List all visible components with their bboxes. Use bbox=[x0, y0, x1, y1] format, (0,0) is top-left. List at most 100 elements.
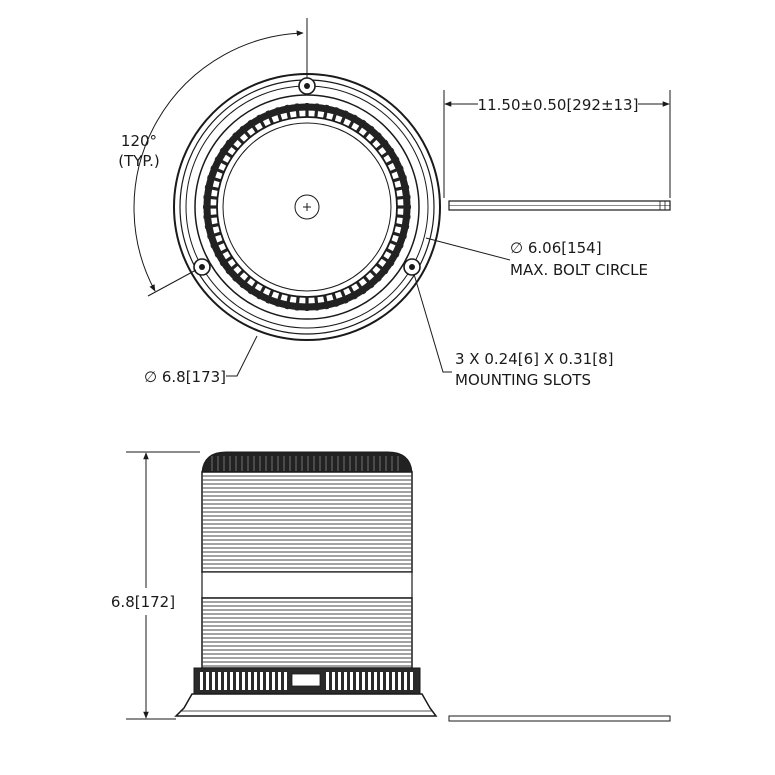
collar-tooth bbox=[266, 672, 269, 690]
lens-tooth bbox=[375, 262, 389, 275]
base-diameter-value: ∅ 6.8[173] bbox=[144, 368, 226, 386]
lens-tooth bbox=[385, 156, 400, 166]
lens-tooth bbox=[348, 285, 358, 300]
slots-leader bbox=[413, 273, 452, 373]
lens-tooth bbox=[389, 239, 404, 249]
lens-tooth bbox=[394, 185, 410, 192]
bolt-circle-value: ∅ 6.06[154] bbox=[510, 239, 602, 257]
mounting-screw-right bbox=[403, 258, 421, 276]
lens-tooth bbox=[203, 195, 218, 200]
collar-tooth bbox=[356, 672, 359, 690]
mounting-screw-left bbox=[193, 258, 211, 276]
collar-tooth bbox=[380, 672, 383, 690]
collar-tooth bbox=[242, 672, 245, 690]
lens-tooth bbox=[285, 294, 292, 310]
lens-tooth bbox=[394, 222, 410, 229]
collar-tooth bbox=[200, 672, 203, 690]
collar-tooth bbox=[260, 672, 263, 690]
lens-tooth bbox=[339, 289, 349, 304]
lens-tooth bbox=[355, 280, 367, 295]
base-diameter-leader bbox=[226, 335, 258, 377]
angle-extension-diagonal bbox=[147, 269, 197, 297]
lens-tooth bbox=[322, 104, 329, 120]
dome-cap bbox=[201, 451, 413, 473]
collar-tooth bbox=[344, 672, 347, 690]
collar-tooth bbox=[386, 672, 389, 690]
top-view: 120° (TYP.) ∅ 6.06[154] MAX. BOLT CIRCLE… bbox=[118, 18, 648, 389]
lens-tooth bbox=[314, 103, 319, 118]
slots-value: 3 X 0.24[6] X 0.31[8] bbox=[455, 350, 613, 368]
lens-tooth bbox=[295, 103, 300, 118]
collar-tooth bbox=[332, 672, 335, 690]
lens-tooth bbox=[275, 292, 283, 307]
collar-tooth bbox=[398, 672, 401, 690]
collar-tooth bbox=[362, 672, 365, 690]
lens-ridges-lower bbox=[202, 601, 412, 667]
collar-tooth bbox=[350, 672, 353, 690]
lens-tooth bbox=[369, 269, 382, 282]
lens-tooth bbox=[339, 110, 349, 125]
collar-tooth bbox=[410, 672, 413, 690]
lens-upper bbox=[201, 471, 413, 573]
bolt-circle-leader bbox=[425, 237, 511, 261]
cable-length-value: 11.50±0.50[292±13] bbox=[478, 96, 639, 114]
lens-tooth bbox=[396, 195, 411, 200]
lens-tooth bbox=[348, 114, 358, 129]
collar-tooth bbox=[218, 672, 221, 690]
lens-tooth bbox=[389, 165, 404, 175]
collar-tooth bbox=[236, 672, 239, 690]
lens-lower bbox=[201, 597, 413, 669]
lens-tooth bbox=[331, 107, 339, 122]
lens-tooth bbox=[322, 294, 329, 310]
collar-tooth bbox=[284, 672, 287, 690]
lens-tooth bbox=[362, 125, 375, 139]
collar-tooth bbox=[392, 672, 395, 690]
collar-label bbox=[291, 673, 321, 687]
lens-tooth bbox=[396, 214, 411, 219]
collar-tooth bbox=[278, 672, 281, 690]
collar-tooth bbox=[272, 672, 275, 690]
collar-tooth bbox=[206, 672, 209, 690]
collar-tooth bbox=[368, 672, 371, 690]
lens-tooth bbox=[392, 175, 407, 183]
cable-body-side bbox=[448, 715, 671, 722]
lens-tooth bbox=[392, 231, 407, 239]
base-collar-teeth bbox=[200, 672, 413, 690]
collar-tooth bbox=[230, 672, 233, 690]
height-value: 6.8[172] bbox=[111, 593, 175, 611]
lens-tooth bbox=[380, 147, 395, 159]
lens-tooth bbox=[314, 296, 319, 311]
lens-tooth bbox=[385, 248, 400, 258]
base-flange bbox=[174, 693, 438, 717]
dome-cap-stripes bbox=[211, 456, 399, 471]
lens-ridges-upper bbox=[202, 475, 412, 569]
lens-tooth bbox=[265, 289, 275, 304]
lens-tooth bbox=[380, 255, 395, 267]
collar-tooth bbox=[254, 672, 257, 690]
collar-tooth bbox=[326, 672, 329, 690]
angle-note: (TYP.) bbox=[118, 152, 160, 170]
lens-tooth bbox=[369, 132, 382, 145]
angle-arc bbox=[133, 30, 304, 292]
angle-value: 120° bbox=[121, 132, 157, 150]
collar-tooth bbox=[212, 672, 215, 690]
lens-tooth bbox=[375, 139, 389, 152]
lens-tooth bbox=[331, 292, 339, 307]
side-view: 6.8[172] bbox=[111, 451, 438, 720]
bolt-circle-note: MAX. BOLT CIRCLE bbox=[510, 261, 648, 279]
center-mark bbox=[294, 194, 320, 220]
collar-tooth bbox=[404, 672, 407, 690]
collar-tooth bbox=[338, 672, 341, 690]
lens-tooth bbox=[362, 275, 375, 289]
slots-note: MOUNTING SLOTS bbox=[455, 371, 591, 389]
lens-tooth bbox=[295, 296, 300, 311]
mounting-screw-top bbox=[298, 77, 316, 95]
collar-tooth bbox=[224, 672, 227, 690]
collar-tooth bbox=[248, 672, 251, 690]
cable-view: 11.50±0.50[292±13] bbox=[443, 90, 671, 722]
lens-tooth bbox=[203, 214, 218, 219]
collar-tooth bbox=[374, 672, 377, 690]
lens-tooth bbox=[355, 119, 367, 134]
